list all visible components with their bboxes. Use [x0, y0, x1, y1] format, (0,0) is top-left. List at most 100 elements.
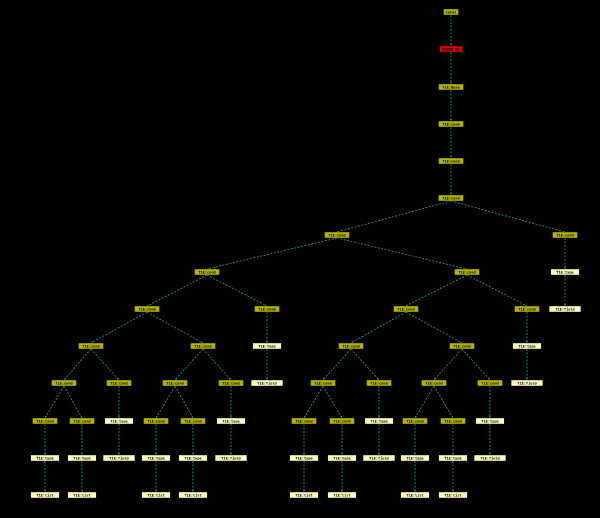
tree-node-K1[interactable]: T1E:type	[30, 454, 60, 462]
tree-node-N1[interactable]: T1E:type	[216, 417, 246, 425]
tree-node-K2[interactable]: T1E:list	[30, 491, 60, 499]
node-label: T1E:field	[221, 456, 240, 460]
edge-arrowhead	[230, 453, 232, 455]
tree-edge	[322, 348, 352, 381]
node-box	[439, 45, 463, 53]
tree-node-P[interactable]: T1E:cond	[514, 305, 540, 313]
tree-node-P2[interactable]: T1E:field	[510, 379, 544, 387]
edge-arrowhead	[489, 453, 491, 455]
tree-node-E[interactable]: T1E:cond	[134, 305, 160, 313]
tree-node-U2a[interactable]: T1E:type	[438, 454, 468, 462]
edge-arrowhead	[452, 490, 454, 492]
tree-node-A[interactable]: T1E:cond	[324, 231, 350, 239]
node-label: T1E:field	[480, 456, 499, 460]
tree-edge	[461, 348, 491, 381]
tree-node-root[interactable]: total	[443, 8, 459, 16]
tree-node-L2[interactable]: T1E:list	[67, 491, 97, 499]
tree-node-M1b[interactable]: T1E:list	[141, 491, 171, 499]
tree-node-H[interactable]: T1E:cond	[190, 342, 216, 350]
tree-node-T[interactable]: T1E:cond	[366, 379, 392, 387]
tree-node-U[interactable]: T1E:cond	[421, 379, 447, 387]
tree-node-M[interactable]: T1E:cond	[162, 379, 188, 387]
node-label: T1E:list	[36, 493, 53, 497]
tree-node-V1[interactable]: T1E:type	[475, 417, 505, 425]
tree-edge	[350, 348, 380, 381]
tree-node-M2a[interactable]: T1E:type	[178, 454, 208, 462]
edge-arrowhead	[45, 416, 47, 418]
tree-node-F1[interactable]: T1E:type	[252, 342, 282, 350]
node-box	[338, 342, 364, 350]
node-label: total	[446, 10, 457, 14]
node-box	[180, 417, 206, 425]
tree-node-S2b[interactable]: T1E:list	[327, 491, 357, 499]
node-box	[362, 454, 396, 462]
tree-node-P1[interactable]: T1E:type	[512, 342, 542, 350]
tree-edge	[433, 348, 463, 381]
edge-arrowhead	[488, 378, 490, 380]
node-box	[178, 454, 208, 462]
edge-arrowhead	[340, 416, 342, 418]
tree-node-F[interactable]: T1E:cond	[254, 305, 280, 313]
tree-edge	[405, 274, 468, 307]
tree-node-K[interactable]: T1E:cond	[32, 417, 58, 425]
tree-node-G[interactable]: T1E:cond	[78, 342, 104, 350]
tree-node-B2[interactable]: T1E:field	[548, 305, 582, 313]
node-box	[443, 8, 459, 16]
tree-node-V2[interactable]: T1E:field	[473, 454, 507, 462]
tree-node-c1[interactable]: T1E:cond	[438, 120, 464, 128]
tree-node-c2[interactable]: T1E:cond	[438, 157, 464, 165]
edge-arrowhead	[323, 378, 325, 380]
node-label: T1E:type	[370, 419, 388, 423]
tree-node-U1b[interactable]: T1E:list	[400, 491, 430, 499]
edge-arrowhead	[378, 453, 380, 455]
tree-node-O[interactable]: T1E:cond	[393, 305, 419, 313]
tree-node-U1[interactable]: T1E:cond	[402, 417, 428, 425]
tree-node-T2[interactable]: T1E:field	[362, 454, 396, 462]
tree-node-Q[interactable]: T1E:cond	[338, 342, 364, 350]
node-label: T1E:cond	[370, 381, 387, 385]
tree-node-T1[interactable]: T1E:type	[364, 417, 394, 425]
tree-node-M1a[interactable]: T1E:type	[141, 454, 171, 462]
node-label: T1E:cond	[73, 419, 90, 423]
edge-arrowhead	[230, 416, 232, 418]
tree-node-base[interactable]: T1E:Base	[438, 83, 464, 91]
node-box	[106, 379, 132, 387]
tree-node-S1[interactable]: T1E:cond	[291, 417, 317, 425]
tree-node-J2[interactable]: T1E:field	[102, 454, 136, 462]
node-box	[143, 417, 169, 425]
node-label: T1E:field	[109, 456, 128, 460]
tree-node-c3[interactable]: T1E:cond	[438, 194, 464, 202]
tree-node-N[interactable]: T1E:cond	[218, 379, 244, 387]
tree-node-V[interactable]: T1E:cond	[477, 379, 503, 387]
tree-node-U2[interactable]: T1E:cond	[440, 417, 466, 425]
tree-node-J[interactable]: T1E:cond	[106, 379, 132, 387]
tree-node-D[interactable]: T1E:cond	[454, 268, 480, 276]
tree-node-S[interactable]: T1E:cond	[310, 379, 336, 387]
node-box	[393, 305, 419, 313]
edge-arrowhead	[80, 416, 82, 418]
tree-node-S1b[interactable]: T1E:list	[289, 491, 319, 499]
tree-node-I[interactable]: T1E:cond	[51, 379, 77, 387]
tree-node-C[interactable]: T1E:cond	[194, 268, 220, 276]
tree-node-M2b[interactable]: T1E:list	[178, 491, 208, 499]
tree-node-S1a[interactable]: T1E:type	[289, 454, 319, 462]
tree-node-S2[interactable]: T1E:cond	[329, 417, 355, 425]
tree-node-B1[interactable]: T1E:type	[550, 268, 580, 276]
tree-node-M1[interactable]: T1E:cond	[143, 417, 169, 425]
tree-node-M2[interactable]: T1E:cond	[180, 417, 206, 425]
tree-node-err[interactable]: ERROR:B1	[439, 45, 463, 53]
node-label: T1E:list	[333, 493, 350, 497]
tree-node-F2[interactable]: T1E:field	[250, 379, 284, 387]
node-box	[512, 342, 542, 350]
tree-node-S2a[interactable]: T1E:type	[327, 454, 357, 462]
tree-node-U2b[interactable]: T1E:list	[438, 491, 468, 499]
tree-node-L[interactable]: T1E:cond	[69, 417, 95, 425]
tree-node-L1[interactable]: T1E:type	[67, 454, 97, 462]
tree-node-J1[interactable]: T1E:type	[104, 417, 134, 425]
node-box	[289, 454, 319, 462]
tree-node-N2[interactable]: T1E:field	[214, 454, 248, 462]
tree-node-B[interactable]: T1E:cond	[552, 231, 578, 239]
tree-node-U1a[interactable]: T1E:type	[400, 454, 430, 462]
edge-arrowhead	[191, 416, 193, 418]
tree-node-R[interactable]: T1E:cond	[449, 342, 475, 350]
